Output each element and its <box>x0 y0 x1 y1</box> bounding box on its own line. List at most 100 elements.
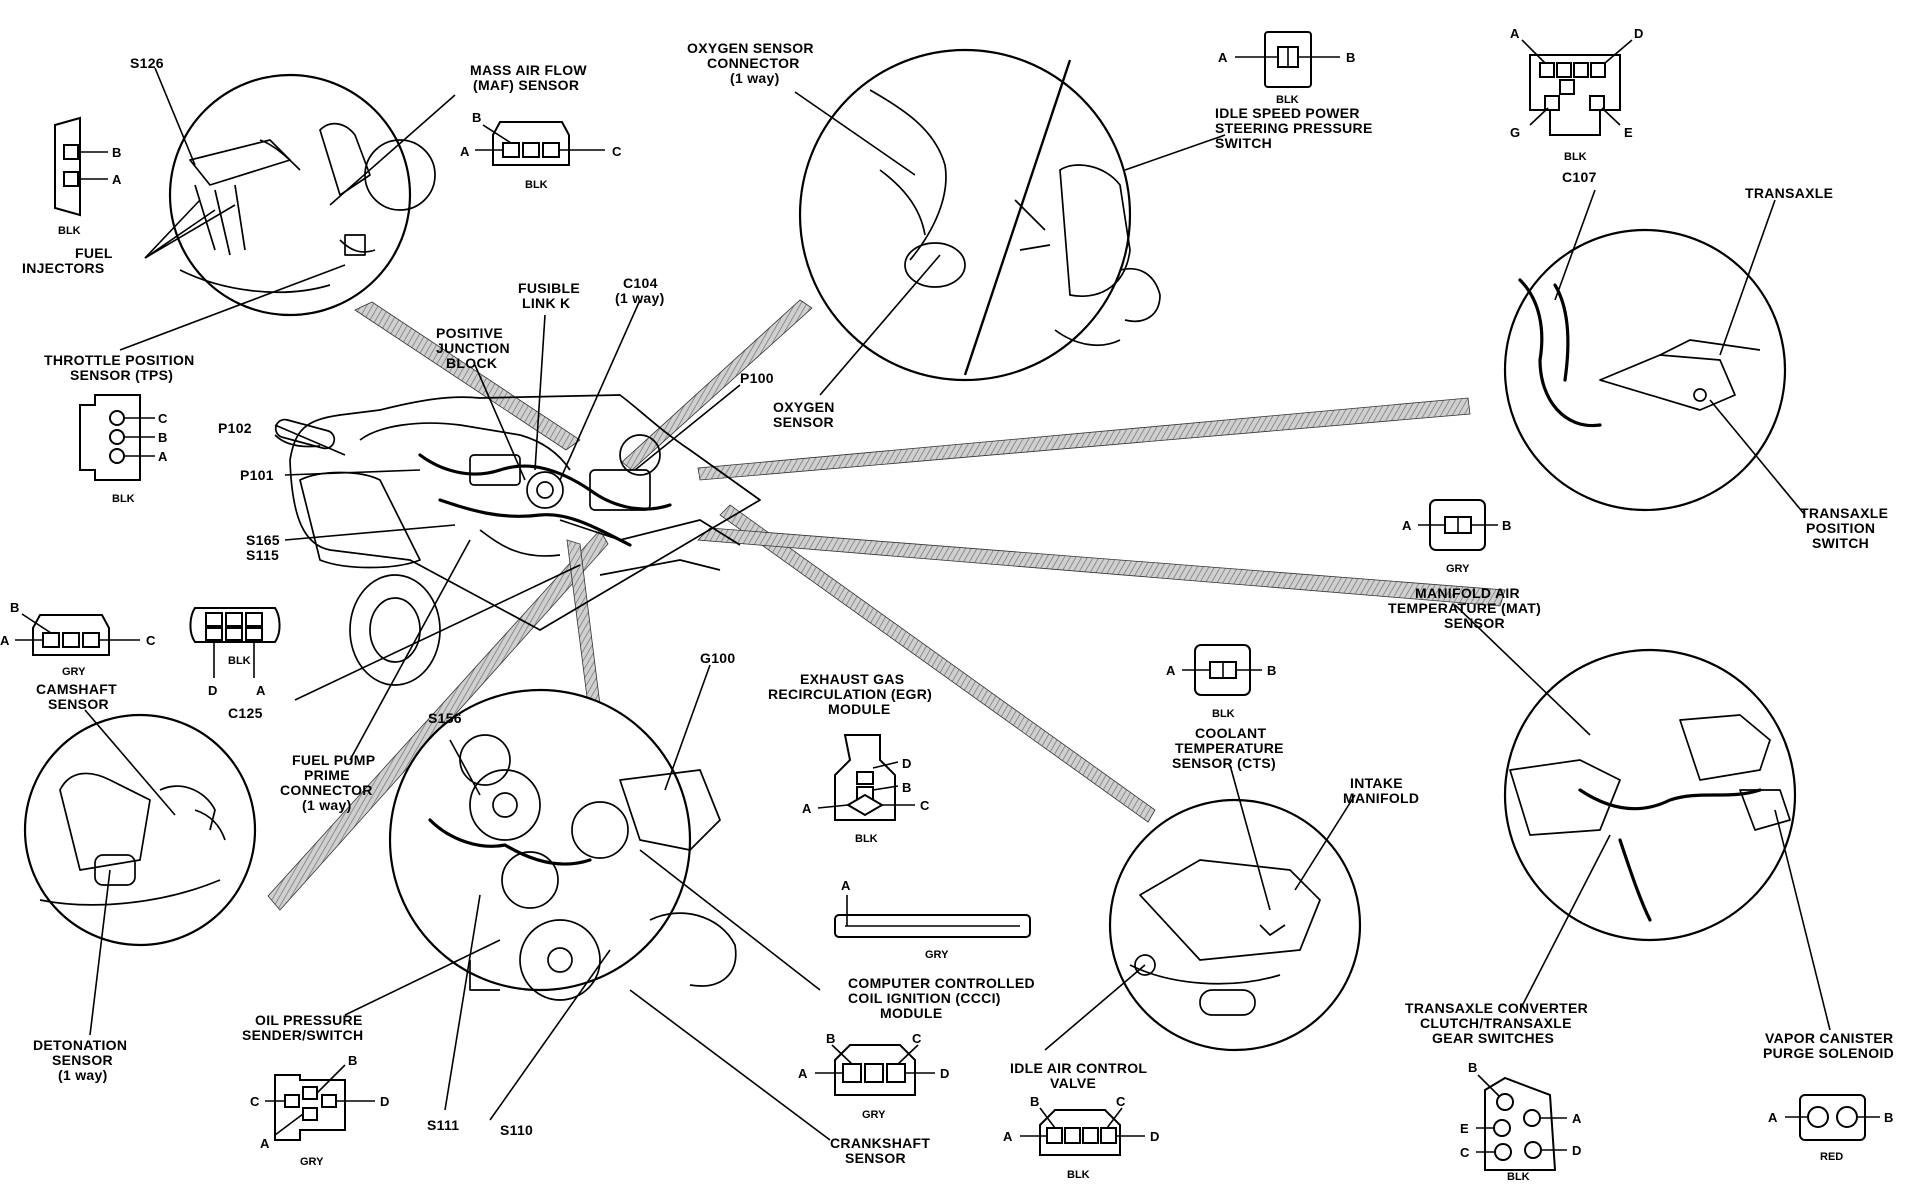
label-c107: C107 <box>1562 169 1597 185</box>
label-transaxle-position-1: TRANSAXLE <box>1800 505 1888 521</box>
pin-a: A <box>1003 1129 1013 1144</box>
pin-a: A <box>1768 1110 1778 1125</box>
pin-c: C <box>250 1094 260 1109</box>
label-c104-2: (1 way) <box>615 290 665 306</box>
label-fusible-1: FUSIBLE <box>518 280 580 296</box>
label-camshaft-2: SENSOR <box>48 696 109 712</box>
connector-cts: A B BLK <box>1166 644 1276 720</box>
label-intake-1: INTAKE <box>1350 775 1403 791</box>
connector-oil-pressure: B C D A GRY <box>250 1053 389 1168</box>
label-g100: G100 <box>700 650 735 666</box>
label-transaxle: TRANSAXLE <box>1745 185 1833 201</box>
pin-b: B <box>1468 1060 1477 1075</box>
pin-d: D <box>902 756 911 771</box>
pin-b: B <box>472 110 481 125</box>
label-transaxle-position-3: SWITCH <box>1812 535 1869 551</box>
label-detonation-1: DETONATION <box>33 1037 127 1053</box>
label-ccci-2: COIL IGNITION (CCCI) <box>848 990 1001 1006</box>
pin-a: A <box>1510 26 1520 41</box>
color-blk: BLK <box>855 833 878 845</box>
label-oxygen-sensor-1: OXYGEN <box>773 399 835 415</box>
pin-b: B <box>1884 1110 1893 1125</box>
connector-camshaft: B A C GRY <box>0 600 156 678</box>
color-blk: BLK <box>1212 708 1235 720</box>
label-crankshaft-1: CRANKSHAFT <box>830 1135 930 1151</box>
color-blk: BLK <box>1276 94 1299 106</box>
pin-b: B <box>826 1031 835 1046</box>
pin-a: A <box>798 1066 808 1081</box>
color-blk: BLK <box>112 493 135 505</box>
label-vapor-2: PURGE SOLENOID <box>1763 1045 1894 1061</box>
pin-a: A <box>256 683 266 698</box>
callout-labels: S126 MASS AIR FLOW (MAF) SENSOR FUEL INJ… <box>22 40 1894 1166</box>
label-camshaft-1: CAMSHAFT <box>36 681 117 697</box>
pin-a: A <box>1402 518 1412 533</box>
color-blk: BLK <box>1507 1171 1530 1183</box>
leader-lines <box>84 67 1831 1141</box>
pin-a: A <box>0 633 10 648</box>
detail-circle-mat <box>1503 648 1797 942</box>
pin-c: C <box>612 144 622 159</box>
label-ccci-1: COMPUTER CONTROLLED <box>848 975 1035 991</box>
connector-maf: B A C BLK <box>460 110 622 191</box>
detail-circle-camshaft <box>23 713 257 947</box>
color-gry: GRY <box>925 949 949 961</box>
label-c125: C125 <box>228 705 263 721</box>
color-red: RED <box>1820 1151 1843 1163</box>
pin-a: A <box>1572 1111 1582 1126</box>
label-fuel-injectors-2: INJECTORS <box>22 260 105 276</box>
connector-transaxle-multi: A D G E BLK <box>1510 26 1643 163</box>
label-s111: S111 <box>427 1117 459 1133</box>
label-s156: S156 <box>428 710 462 726</box>
label-iac-1: IDLE AIR CONTROL <box>1010 1060 1147 1076</box>
label-fuel-injectors-1: FUEL <box>75 245 113 261</box>
detail-circle-maf <box>168 73 436 317</box>
pin-a: A <box>1218 50 1228 65</box>
label-oxygen-sensor-2: SENSOR <box>773 414 834 430</box>
connector-injector: B A BLK <box>54 116 122 237</box>
label-maf-2: (MAF) SENSOR <box>473 77 579 93</box>
label-maf-1: MASS AIR FLOW <box>470 62 587 78</box>
label-tcc-2: CLUTCH/TRANSAXLE <box>1420 1015 1572 1031</box>
color-gry: GRY <box>862 1109 886 1121</box>
pin-d: D <box>1634 26 1643 41</box>
connector-ps-switch: A B BLK <box>1218 31 1355 106</box>
label-s110: S110 <box>500 1122 533 1138</box>
label-egr-1: EXHAUST GAS <box>800 671 904 687</box>
pin-a: A <box>841 878 851 893</box>
connector-crankshaft: B C A D GRY <box>798 1031 949 1121</box>
pin-b: B <box>902 780 911 795</box>
label-cts-2: TEMPERATURE <box>1175 740 1284 756</box>
label-pjb-1: POSITIVE <box>436 325 503 341</box>
pin-b: B <box>1502 518 1511 533</box>
pin-c: C <box>920 798 930 813</box>
color-gry: GRY <box>300 1156 324 1168</box>
connector-ccci: A GRY <box>834 878 1031 961</box>
connector-vapor-canister: A B RED <box>1768 1094 1893 1163</box>
label-tps-2: SENSOR (TPS) <box>70 367 173 383</box>
pin-c: C <box>1116 1094 1126 1109</box>
connector-tcc: B A E C D BLK <box>1460 1060 1582 1183</box>
color-blk: BLK <box>525 179 548 191</box>
pin-d: D <box>940 1066 949 1081</box>
pin-d: D <box>380 1094 389 1109</box>
color-blk: BLK <box>58 225 81 237</box>
pin-g: G <box>1510 125 1520 140</box>
label-detonation-3: (1 way) <box>58 1067 108 1083</box>
label-o2-connector-2: CONNECTOR <box>707 55 800 71</box>
label-crankshaft-2: SENSOR <box>845 1150 906 1166</box>
label-fuel-pump-prime-2: PRIME <box>304 767 350 783</box>
pin-d: D <box>1572 1143 1581 1158</box>
label-s126: S126 <box>130 55 164 71</box>
pin-a: A <box>802 801 812 816</box>
connector-egr: D B A C BLK <box>802 734 930 845</box>
callout-bands <box>267 299 1506 911</box>
connector-c125: BLK D A <box>189 607 281 698</box>
label-cts-3: SENSOR (CTS) <box>1172 755 1276 771</box>
detail-circle-intake <box>1108 798 1362 1052</box>
label-p100: P100 <box>740 370 774 386</box>
detail-circle-oxygen <box>798 48 1161 382</box>
detail-circle-transaxle <box>1503 228 1787 512</box>
label-intake-2: MANIFOLD <box>1343 790 1419 806</box>
